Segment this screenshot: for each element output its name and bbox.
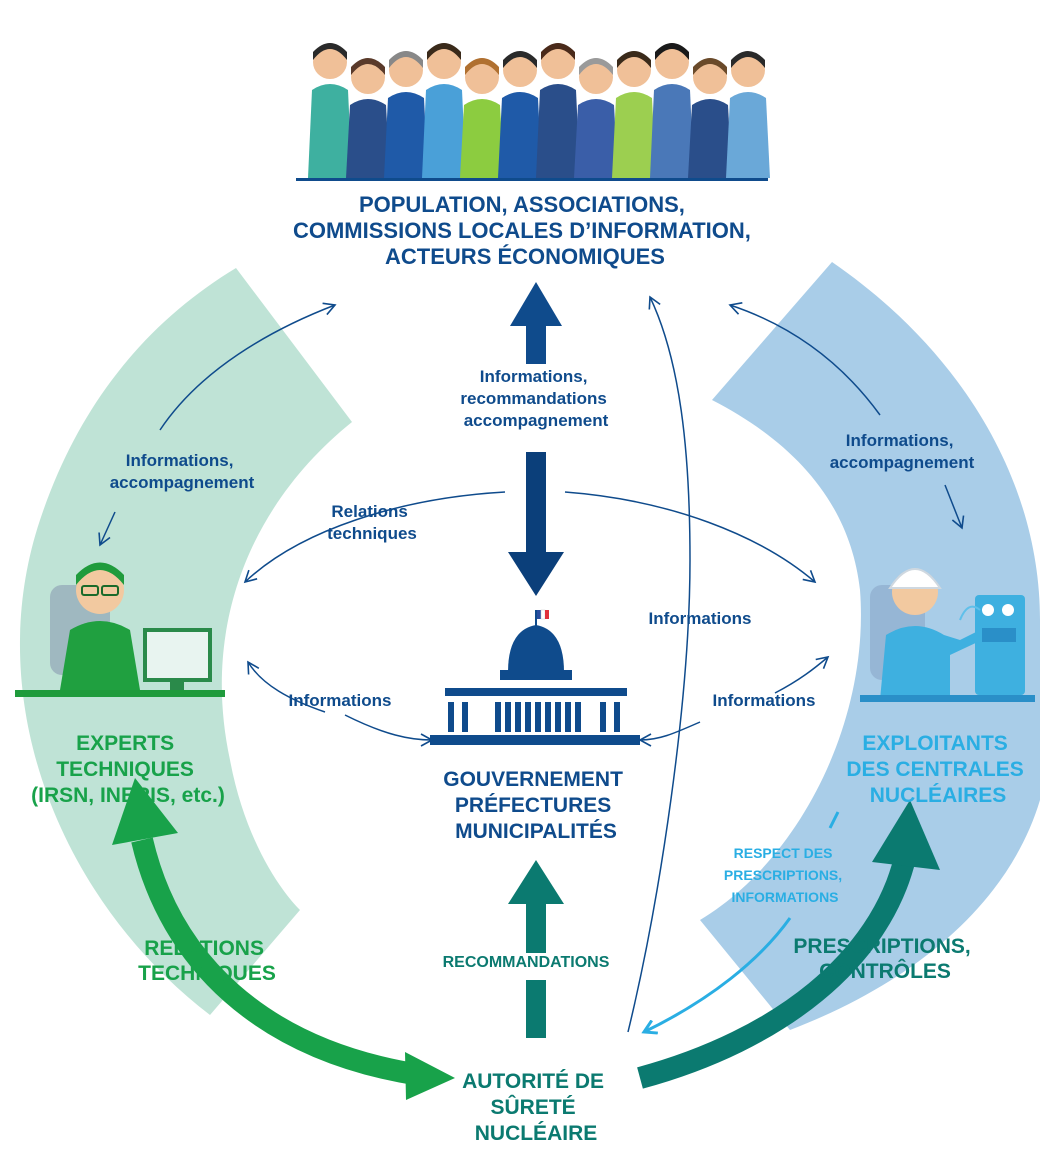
crowd-person-head [351, 60, 385, 94]
crowd-person-hair [617, 51, 651, 68]
crowd-person-hair [465, 58, 499, 75]
crowd-person-hair [693, 58, 727, 75]
crowd-person-head [389, 53, 423, 87]
building-column [545, 702, 551, 732]
center-up-label: Informations, recommandations accompagne… [460, 367, 611, 430]
center-group-title: GOUVERNEMENT PRÉFECTURES MUNICIPALITÉS [443, 768, 629, 843]
prescriptions-label: PRESCRIPTIONS, CONTRÔLES [793, 935, 976, 983]
crowd-person-hair [731, 51, 765, 68]
crowd-person-hair [351, 58, 385, 75]
crowd-person-hair [427, 43, 461, 60]
green-arrowhead-bottom [405, 1052, 455, 1100]
crowd-person-head [541, 45, 575, 79]
crowd-person-head [503, 53, 537, 87]
crowd-person-hair [541, 43, 575, 60]
arrow-right-top-down [944, 484, 965, 530]
crowd-person-body [688, 99, 732, 178]
arrow-relations-right [564, 491, 817, 584]
crowd-person-head [693, 60, 727, 94]
relations-big-label: RELATIONS TECHNIQUES [138, 937, 276, 985]
nuclear-operator-illustration [860, 568, 1035, 702]
respect-cyan-arrow-lower [644, 917, 792, 1032]
arrow-info-left-out [247, 660, 326, 713]
building-column [448, 702, 454, 732]
building-column [614, 702, 620, 732]
crowd-person-body [384, 92, 428, 178]
bottom-group-title: AUTORITÉ DE SÛRETÉ NUCLÉAIRE [462, 1070, 610, 1145]
relations-techniques-label: Relations techniques [327, 502, 417, 543]
recommandations-label: RECOMMANDATIONS [443, 954, 610, 971]
crowd-person-head [313, 45, 347, 79]
crowd-person-body [346, 99, 390, 178]
crowd-person-body [422, 84, 466, 178]
respect-cyan-arrow [828, 811, 840, 829]
crowd-person-body [460, 99, 504, 178]
left-top-label: Informations, accompagnement [110, 451, 255, 492]
arrow-info-left-in [344, 714, 434, 747]
right-group-title: EXPLOITANTS DES CENTRALES NUCLÉAIRES [846, 732, 1029, 807]
top-group-title: POPULATION, ASSOCIATIONS, COMMISSIONS LO… [293, 192, 757, 269]
crowd-person-body [726, 92, 770, 178]
crowd-person-head [465, 60, 499, 94]
center-navy-arrow-up [510, 282, 562, 364]
informations-label-right: Informations [713, 691, 816, 710]
arrow-info-right-out [774, 655, 830, 694]
crowd-person-head [731, 53, 765, 87]
arrow-left-top-up [159, 302, 337, 431]
crowd-person-body [308, 84, 352, 178]
expert-at-computer-illustration [15, 562, 225, 697]
crowd-person-hair [579, 58, 613, 75]
crowd-person-hair [655, 43, 689, 60]
building-column [600, 702, 606, 732]
crowd-person-body [612, 92, 656, 178]
building-column [565, 702, 571, 732]
building-column [525, 702, 531, 732]
crowd-person-head [427, 45, 461, 79]
building-column [462, 702, 468, 732]
building-column [575, 702, 581, 732]
center-navy-arrow-down [508, 452, 564, 596]
arrow-relations-left [243, 491, 506, 584]
informations-label-left: Informations [289, 691, 392, 710]
crowd-person-head [655, 45, 689, 79]
crowd-person-hair [389, 51, 423, 68]
crowd-person-hair [503, 51, 537, 68]
crowd-person-head [617, 53, 651, 87]
crowd-person-body [498, 92, 542, 178]
green-arrowhead-top [112, 778, 178, 845]
government-building-icon [430, 609, 640, 745]
building-column [515, 702, 521, 732]
relations-techniques-green-arrow [131, 837, 422, 1086]
thin-connectors [98, 295, 965, 1033]
crowd-person-body [536, 84, 580, 178]
arrow-info-right-in [638, 721, 701, 747]
informations-label-upper-right: Informations [649, 609, 752, 628]
arrow-long-up [627, 295, 691, 1033]
respect-label: RESPECT DES PRESCRIPTIONS, INFORMATIONS [724, 845, 846, 905]
crowd-of-people-illustration [296, 43, 770, 181]
crowd-person-body [574, 99, 618, 178]
crowd-person-hair [313, 43, 347, 60]
right-top-label: Informations, accompagnement [830, 431, 975, 472]
center-teal-arrow-up [508, 860, 564, 1038]
crowd-person-body [650, 84, 694, 178]
building-column [555, 702, 561, 732]
arrow-right-top-up [728, 302, 881, 416]
arrow-left-top-down [98, 511, 116, 547]
left-group-title: EXPERTS TECHNIQUES (IRSN, INERIS, etc.) [31, 732, 225, 807]
teal-arrowhead-top [872, 800, 940, 870]
building-column [535, 702, 541, 732]
building-column [505, 702, 511, 732]
crowd-person-head [579, 60, 613, 94]
building-column [495, 702, 501, 732]
prescriptions-teal-arrow [637, 855, 916, 1089]
